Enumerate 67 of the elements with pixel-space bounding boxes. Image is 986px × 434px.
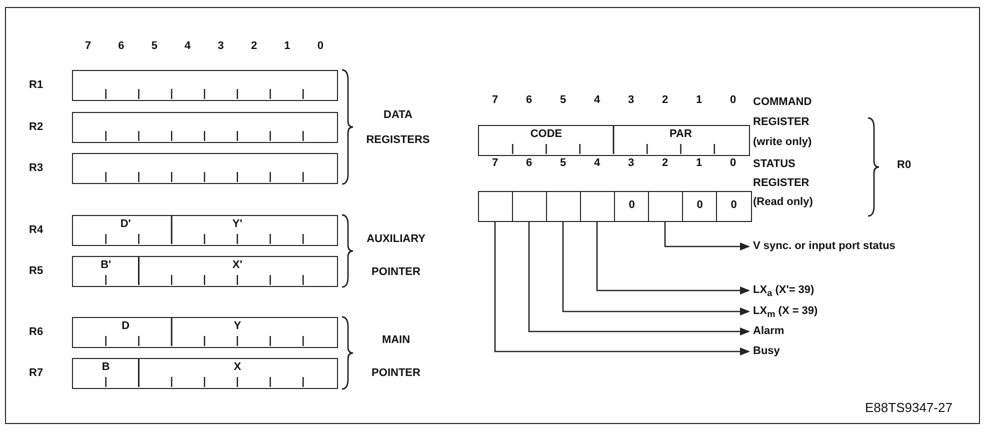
group-label: DATA REGISTERS (365, 108, 431, 148)
bit-number: 0 (730, 94, 736, 106)
bit-cell: 0 (614, 191, 650, 222)
arrow (494, 222, 750, 356)
bit-number: 0 (730, 157, 736, 169)
bit-cell: 0 (682, 191, 718, 222)
bit-number: 2 (662, 94, 668, 106)
register-name: R3 (29, 162, 44, 174)
arrow (528, 222, 750, 336)
status-description: Busy (753, 344, 780, 359)
register-name: R7 (29, 367, 44, 379)
field-name: D' (120, 218, 131, 230)
bit-cell (512, 191, 548, 222)
bit-number: 6 (118, 40, 124, 52)
bit-number: 5 (151, 40, 158, 52)
register-label: STATUS REGISTER (Read only) (753, 157, 814, 210)
field-name: Y (234, 320, 242, 332)
bit-number: 3 (628, 157, 634, 169)
register-name: R0 (897, 159, 912, 171)
field-name: X (234, 361, 242, 373)
bit-number: 7 (84, 40, 92, 52)
group-label: MAIN POINTER (370, 333, 422, 381)
status-description: LX$_{a}$ (X'= 39) (753, 283, 814, 302)
field-name: X' (232, 259, 242, 271)
bit-number: 1 (696, 157, 702, 169)
bit-number: 0 (317, 40, 324, 52)
bit-cell (478, 191, 514, 222)
field-name: Y' (232, 218, 242, 230)
register-label: COMMAND REGISTER (write only) (753, 95, 813, 150)
bit-number: 5 (560, 157, 566, 169)
status-description: LX$_{m}$ (X = 39) (753, 304, 818, 322)
status-description: Alarm (753, 324, 784, 339)
field-name: CODE (530, 128, 562, 140)
arrow (562, 222, 750, 316)
bit-number: 7 (492, 157, 498, 169)
group-label: AUXILIARY POINTER (366, 232, 426, 280)
arrow (664, 222, 750, 250)
bit-number: 7 (492, 94, 498, 106)
register-name: R5 (29, 265, 44, 277)
bit-number: 4 (594, 94, 600, 106)
bit-number: 4 (594, 157, 600, 169)
register-name: R1 (29, 79, 44, 91)
field-name: PAR (670, 128, 692, 140)
bit-number: 6 (526, 94, 532, 106)
bit-number: 1 (284, 40, 290, 52)
bit-number: 4 (184, 40, 191, 52)
bit-number: 3 (218, 40, 224, 52)
register-name: R4 (29, 224, 44, 236)
field-name: D (122, 320, 130, 332)
bit-number: 3 (628, 94, 634, 106)
bit-number: 1 (696, 94, 702, 106)
status-description: V sync. or input port status (753, 239, 896, 254)
figure-code: E88TS9347-27 (865, 400, 952, 415)
bit-number: 5 (560, 94, 566, 106)
arrow (596, 222, 750, 294)
field-name: B' (100, 259, 112, 271)
bit-number: 2 (250, 40, 258, 52)
register-name: R2 (29, 121, 44, 133)
bit-cell (580, 191, 616, 222)
register-bar (478, 125, 750, 156)
field-name: B (102, 361, 110, 373)
bit-number: 2 (662, 157, 668, 169)
bit-cell (648, 191, 684, 222)
register-name: R6 (29, 326, 44, 338)
bit-number: 6 (526, 157, 532, 169)
bit-cell (546, 191, 582, 222)
bit-cell: 0 (716, 191, 752, 222)
